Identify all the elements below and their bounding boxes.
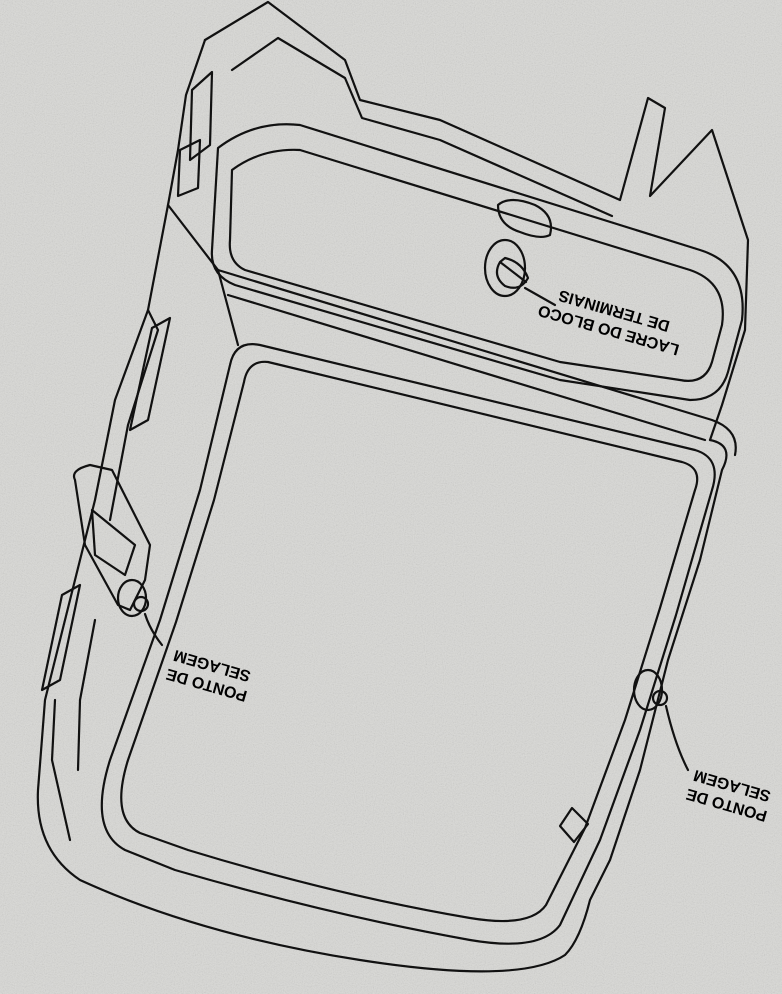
terminal-seal-screw (495, 256, 530, 289)
terminal-seal-screw-ring (483, 238, 527, 298)
side-slot-2 (176, 138, 202, 198)
right-seal-leader (664, 704, 690, 772)
left-body-strip-1 (108, 308, 160, 522)
left-body-strip-3 (76, 618, 97, 772)
left-body-strip-2 (50, 698, 72, 842)
main-window-outer (100, 343, 716, 945)
main-window-inner (120, 360, 699, 923)
left-seal-block (72, 463, 152, 612)
middle-band-edge (216, 268, 240, 347)
middle-band-bottom (226, 293, 707, 442)
top-housing-outline (203, 0, 750, 442)
right-seal-screw-ring (632, 668, 664, 712)
window-notch (558, 806, 590, 844)
top-panel-inner (228, 148, 724, 382)
top-panel-front (210, 123, 744, 402)
terminal-seal-tab (496, 198, 553, 239)
left-seal-screw (132, 595, 150, 613)
side-slot-1 (188, 70, 214, 162)
left-body-slot-1 (128, 316, 172, 432)
left-body-slot-2 (40, 583, 82, 692)
left-seal-leader (143, 612, 164, 647)
top-housing-left-side (166, 38, 220, 272)
left-seal-block-face (90, 508, 137, 577)
middle-band-top (216, 268, 737, 457)
terminal-seal-leader (523, 286, 557, 307)
right-seal-screw (651, 689, 669, 707)
main-body-outline (36, 203, 728, 973)
top-housing-inner-rim (230, 36, 614, 218)
